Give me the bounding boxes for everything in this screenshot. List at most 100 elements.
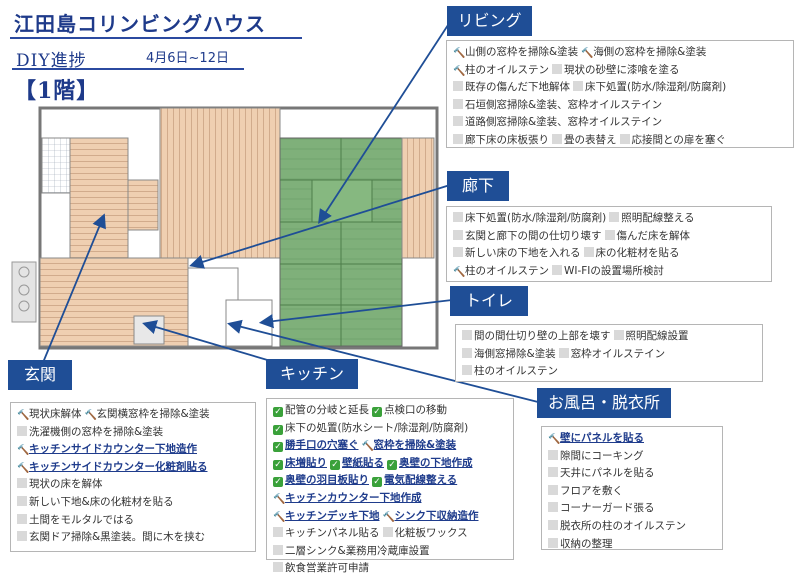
bath-task-row: 脱衣所の柱のオイルステン (548, 518, 716, 536)
square-icon (453, 247, 463, 258)
living-task-row: 🔨柱のオイルステン 現状の砂壁に漆喰を塗る (453, 62, 787, 80)
kitchen-task-item: 🔨窓枠を掃除&塗装 (362, 439, 457, 452)
living-task-item: 現状の砂壁に漆喰を塗る (552, 63, 680, 76)
kitchen-task-text: 壁紙貼る (342, 456, 384, 469)
entrance-task-row: 洗濯機側の窓枠を掃除&塗装 (17, 424, 249, 442)
square-icon (548, 467, 558, 478)
square-icon (619, 133, 630, 144)
entrance-task-text: 土間をモルタルではる (29, 513, 134, 526)
diy-progress-label: DIY進捗 (16, 51, 87, 71)
entrance-task-row: 🔨キッチンサイドカウンター下地造作 (17, 441, 249, 459)
hallway-task-text: 柱のオイルステン (465, 264, 549, 277)
bath-task-text: コーナーガード張る (560, 502, 655, 515)
hallway-task-text: WI-FIの設置場所検討 (564, 264, 664, 277)
hammer-icon: 🔨 (84, 410, 97, 421)
bath-task-text: 隙間にコーキング (560, 449, 644, 462)
hallway-task-item: 傷んだ床を解体 (604, 229, 690, 242)
entrance-task-row: 🔨キッチンサイドカウンター化粧剤貼る (17, 459, 249, 477)
hammer-icon: 🔨 (273, 511, 286, 523)
bath-task-text: 脱衣所の柱のオイルステン (560, 519, 686, 532)
living-task-text: 床下処置(防水/除湿剤/防腐剤) (585, 81, 727, 94)
entrance-task-text: 現状床解体 (29, 408, 82, 420)
hallway-task-item: 玄関と廊下の間の仕切り壊す (453, 229, 602, 242)
toilet-task-text: 間の間仕切り壁の上部を壊す (474, 330, 611, 342)
entrance-task-item: 🔨キッチンサイドカウンター下地造作 (17, 443, 197, 456)
living-task-text: 現状の砂壁に漆喰を塗る (564, 63, 680, 76)
toilet-task-text: 柱のオイルステン (474, 365, 558, 378)
entrance-task-text: 玄関ドア掃除&黒塗装。間に木を挟む (29, 531, 206, 544)
square-icon (273, 527, 283, 538)
check-icon: ✓ (330, 459, 340, 470)
subtitle-underline (12, 68, 244, 70)
toilet-task-row: 柱のオイルステン (462, 363, 756, 381)
living-task-item: 🔨柱のオイルステン (453, 63, 549, 77)
living-task-item: 道路側窓掃除&塗装、窓枠オイルステイン (453, 116, 662, 128)
living-task-item: 石垣側窓掃除&塗装、窓枠オイルステイン (453, 98, 662, 111)
living-task-row: 石垣側窓掃除&塗装、窓枠オイルステイン (453, 97, 787, 115)
kitchen-task-text: 点検口の移動 (384, 404, 447, 416)
kitchen-task-text: 勝手口の穴塞ぐ (285, 439, 359, 452)
square-icon (17, 495, 27, 506)
square-icon (548, 537, 558, 548)
kitchen-task-row: ✓勝手口の穴塞ぐ🔨窓枠を掃除&塗装 (273, 437, 507, 455)
hammer-icon: 🔨 (17, 462, 30, 474)
hammer-icon: 🔨 (581, 48, 594, 59)
entrance-task-item: 新しい下地&床の化粧材を貼る (17, 495, 174, 508)
living-task-text: 柱のオイルステン (465, 63, 549, 76)
bath-task-row: 隙間にコーキング (548, 448, 716, 466)
square-icon (552, 133, 562, 144)
entrance-tag: 玄関 (8, 360, 72, 390)
toilet-task-text: 窓枠オイルステイン (570, 347, 666, 360)
toilet-task-row: 間の間仕切り壁の上部を壊す照明配線設置 (462, 328, 756, 346)
square-icon (613, 330, 624, 340)
hammer-icon: 🔨 (453, 48, 466, 59)
kitchen-task-item: ✓勝手口の穴塞ぐ (273, 439, 359, 453)
hallway-task-row: 玄関と廊下の間の仕切り壊す傷んだ床を解体 (453, 228, 765, 246)
entrance-task-item: 土間をモルタルではる (17, 513, 134, 526)
kitchen-task-item: 🔨キッチンカウンター下地作成 (273, 492, 422, 505)
square-icon (273, 562, 283, 573)
kitchen-task-item: 二層シンク&業務用冷蔵庫設置 (273, 544, 430, 557)
kitchen-task-row: ✓配管の分岐と延長✓点検口の移動 (273, 402, 507, 420)
square-icon (453, 133, 463, 144)
hammer-icon: 🔨 (17, 410, 30, 421)
hallway-task-list: 床下処置(防水/除湿剤/防腐剤)照明配線整える玄関と廊下の間の仕切り壊す傷んだ床… (446, 206, 772, 282)
hallway-task-item: 新しい床の下地を入れる (453, 247, 581, 259)
entrance-task-text: 現状の床を解体 (29, 478, 103, 491)
kitchen-task-item: キッチンパネル貼る (273, 527, 380, 539)
entrance-task-text: キッチンサイドカウンター下地造作 (29, 443, 197, 456)
square-icon (453, 229, 463, 240)
square-icon (583, 247, 594, 258)
square-icon (548, 502, 558, 513)
bath-task-list: 🔨壁にパネルを貼る隙間にコーキング天井にパネルを貼るフロアを敷くコーナーガード張… (541, 426, 723, 550)
square-icon (453, 116, 463, 127)
square-icon (17, 531, 27, 542)
kitchen-task-text: 二層シンク&業務用冷蔵庫設置 (285, 544, 430, 557)
hallway-task-row: 新しい床の下地を入れる床の化粧材を貼る (453, 245, 765, 263)
entrance-task-item: 🔨キッチンサイドカウンター化粧剤貼る (17, 460, 208, 474)
living-task-text: 道路側窓掃除&塗装、窓枠オイルステイン (465, 116, 663, 129)
bath-task-row: 天井にパネルを貼る (548, 465, 716, 483)
entrance-task-text: キッチンサイドカウンター化粧剤貼る (29, 460, 208, 473)
toilet-task-item: 間の間仕切り壁の上部を壊す (462, 330, 611, 342)
page-title: 江田島コリンビングハウス (14, 12, 266, 36)
square-icon (462, 330, 472, 340)
square-icon (462, 347, 472, 358)
kitchen-task-text: シンク下収納造作 (394, 509, 479, 522)
living-task-row: 🔨山側の窓枠を掃除&塗装🔨海側の窓枠を掃除&塗装 (453, 44, 787, 62)
living-task-item: 既存の傷んだ下地解体 (453, 81, 570, 93)
toilet-task-list: 間の間仕切り壁の上部を壊す照明配線設置海側窓掃除&塗装窓枠オイルステイン柱のオイ… (455, 324, 763, 382)
bath-task-item: フロアを敷く (548, 484, 623, 497)
hammer-icon: 🔨 (453, 65, 466, 77)
kitchen-task-item: ✓床増貼り (273, 457, 327, 470)
bath-task-text: 天井にパネルを貼る (560, 467, 655, 480)
hallway-task-row: 床下処置(防水/除湿剤/防腐剤)照明配線整える (453, 210, 765, 228)
square-icon (558, 347, 569, 358)
kitchen-task-text: 化粧板ワックス (394, 527, 468, 540)
square-icon (552, 264, 562, 275)
entrance-task-item: 🔨現状床解体 (17, 408, 82, 421)
hammer-icon: 🔨 (453, 266, 466, 278)
living-task-item: 廊下床の床板張り (453, 133, 549, 146)
living-task-row: 既存の傷んだ下地解体 床下処置(防水/除湿剤/防腐剤) (453, 79, 787, 97)
toilet-task-row: 海側窓掃除&塗装窓枠オイルステイン (462, 346, 756, 364)
